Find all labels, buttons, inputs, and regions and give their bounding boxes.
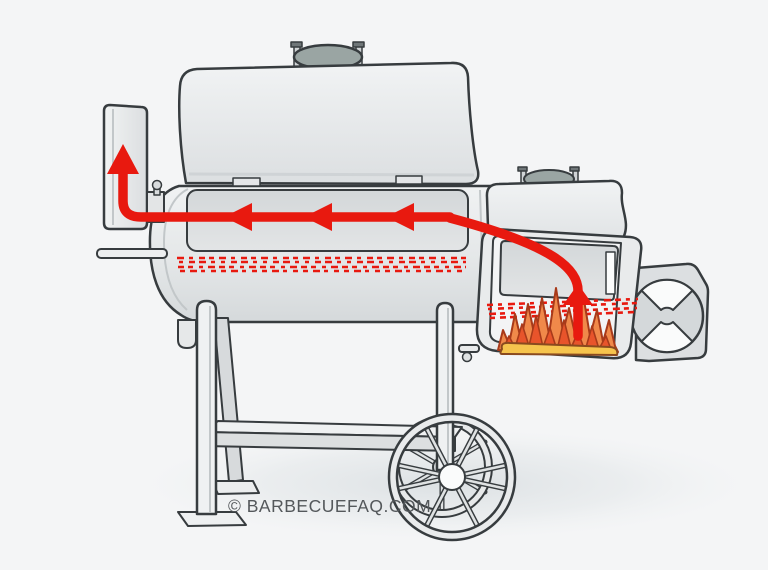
hinge-tab-left (232, 177, 261, 187)
lid-handle (290, 41, 365, 71)
firebox-opening (499, 240, 619, 302)
arrowhead-left-3 (386, 203, 414, 231)
airflow-path (118, 165, 583, 341)
airflow-main-line (118, 165, 583, 304)
arrowhead-up-firebox (563, 284, 593, 305)
lower-shelf (203, 420, 463, 452)
watermark: © BARBECUEFAQ.COM (228, 496, 431, 516)
drain-stub (177, 319, 197, 349)
hinge-tab-right (395, 175, 423, 185)
cook-chamber-lid (178, 41, 480, 187)
arrowhead-left-2 (304, 203, 332, 231)
right-leg (435, 301, 455, 472)
heat-dots-cook-chamber (177, 256, 467, 273)
damper-vent-top (640, 278, 694, 311)
arrowhead-up-stack (107, 144, 139, 174)
front-wheel (387, 412, 517, 542)
airflow-arrowheads (107, 144, 593, 305)
ember-bed (499, 341, 619, 356)
damper-vent-bottom (640, 321, 694, 354)
air-intake-damper (629, 262, 710, 363)
front-left-leg (177, 299, 247, 527)
arrowhead-left-1 (224, 203, 252, 231)
side-handle (96, 248, 168, 259)
fire-flames (497, 287, 619, 356)
latch-knob (458, 344, 480, 363)
